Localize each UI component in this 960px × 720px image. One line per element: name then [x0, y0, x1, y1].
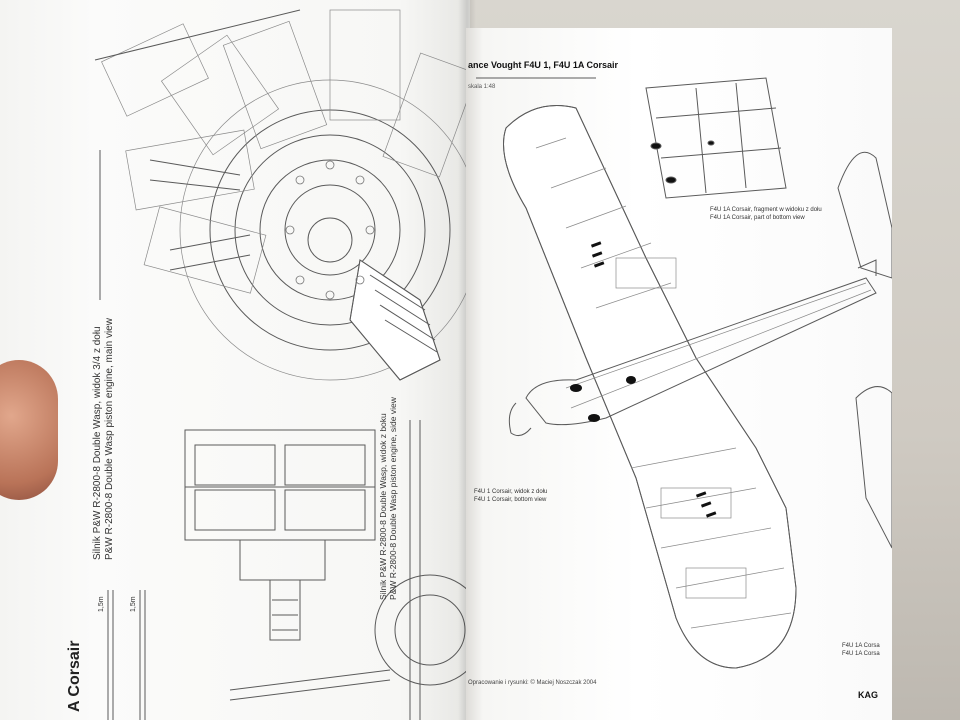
caption-line-pl: Silnik P&W R-2800-8 Double Wasp, widok z… [378, 413, 388, 600]
bottom-view-caption: F4U 1 Corsair, widok z dołu F4U 1 Corsai… [474, 488, 547, 504]
caption-line-en: F4U 1 Corsair, bottom view [474, 497, 547, 503]
scale-label-2: 1,5m [130, 596, 137, 612]
caption-line-pl: F4U 1 Corsair, widok z dołu [474, 489, 548, 495]
page-title-fragment: A Corsair [66, 640, 83, 712]
scale-text: skala 1:48 [468, 84, 496, 90]
propeller-drawing [229, 420, 470, 720]
caption-line-pl: Silnik P&W R-2800-8 Double Wasp, widok 3… [92, 326, 103, 560]
engine-side-view [184, 429, 376, 641]
caption-line-pl: F4U 1A Corsair, fragment w widoku z dołu [710, 207, 822, 213]
left-page: Silnik P&W R-2800-8 Double Wasp, widok 3… [0, 0, 470, 720]
engine-drawing [94, 9, 470, 720]
caption-line-2: F4U 1A Corsa [842, 651, 880, 657]
engine-side-caption: Silnik P&W R-2800-8 Double Wasp, widok z… [378, 397, 398, 600]
fragment-caption: F4U 1A Corsair, fragment w widoku z dołu… [710, 206, 822, 222]
corsair-fragment-view [645, 77, 787, 199]
radial-engine-main-view [94, 9, 470, 381]
plate-title: ance Vought F4U 1, F4U 1A Corsair [468, 60, 619, 70]
corsair-drawing [476, 77, 892, 669]
caption-line-en: P&W R-2800-8 Double Wasp piston engine, … [388, 397, 398, 600]
credit-line: Opracowanie i rysunki: © Maciej Noszczak… [468, 680, 597, 686]
publisher-logo-fragment: KAG [858, 690, 878, 700]
thumb [0, 360, 58, 500]
corsair-wing-fragments [837, 151, 892, 549]
corsair-bottom-view [503, 105, 877, 669]
caption-line-1: F4U 1A Corsa [842, 643, 880, 649]
scale-label-1: 1,5m [98, 596, 105, 612]
caption-line-en: P&W R-2800-8 Double Wasp piston engine, … [104, 318, 115, 560]
right-page: ance Vought F4U 1, F4U 1A Corsair skala … [466, 28, 892, 720]
scale-bars [107, 590, 146, 720]
corner-caption: F4U 1A Corsa F4U 1A Corsa [842, 642, 880, 658]
engine-main-caption: Silnik P&W R-2800-8 Double Wasp, widok 3… [92, 318, 116, 560]
caption-line-en: F4U 1A Corsair, part of bottom view [710, 215, 805, 221]
